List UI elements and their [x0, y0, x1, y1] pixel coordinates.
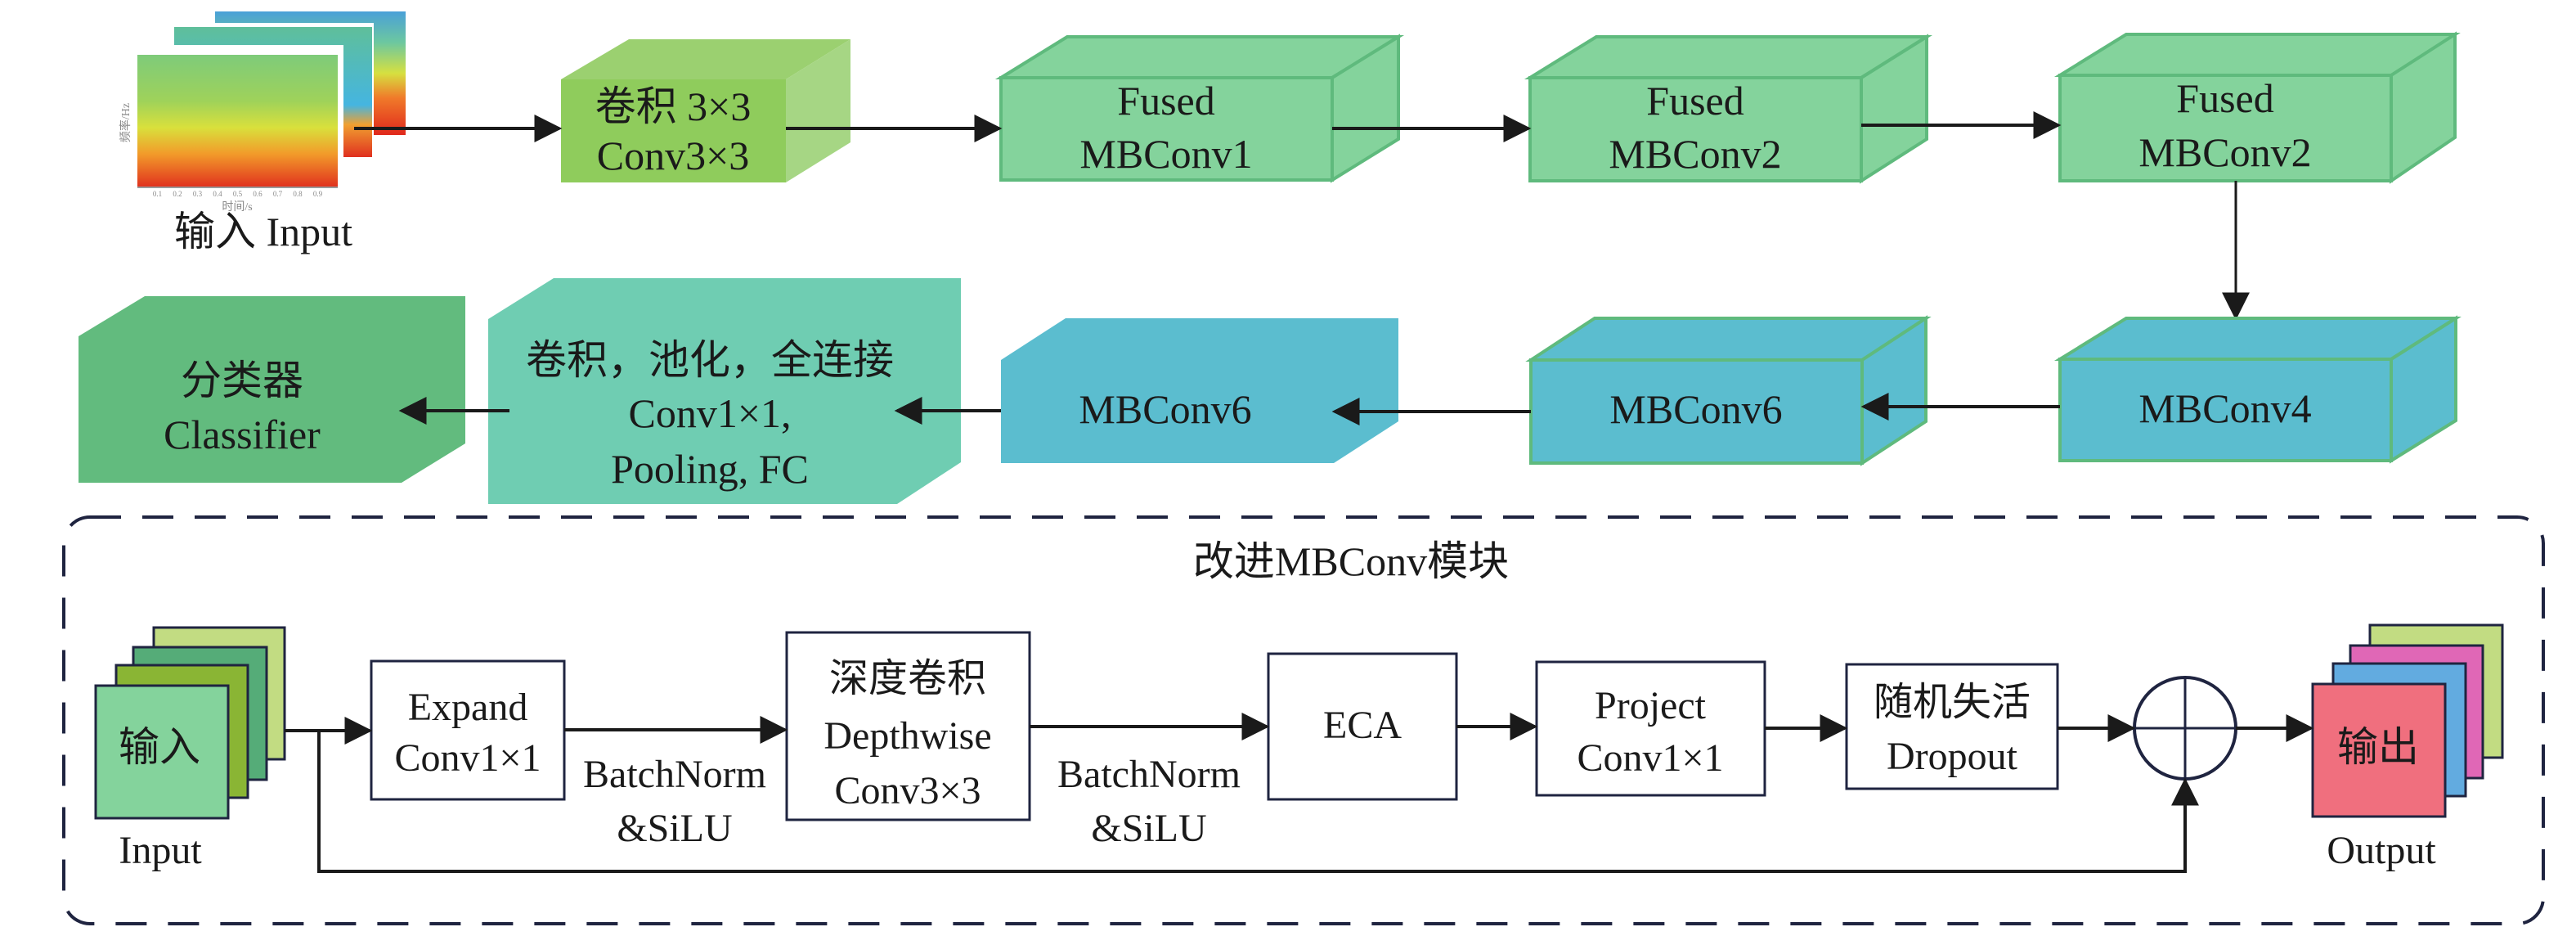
module-output-stack: 输出: [2311, 623, 2504, 818]
fused-mbconv2b-block: Fused MBConv2: [2053, 31, 2461, 184]
module-input-stack: 输入: [94, 626, 286, 820]
classifier-block: 分类器 Classifier: [79, 296, 465, 483]
spectrogram-xtick: 0.8: [293, 190, 303, 198]
batchnorm-silu-label-2: BatchNorm &SiLU: [1057, 753, 1241, 850]
expand-conv-block: Expand Conv1×1: [370, 659, 566, 801]
fused-mbconv2b-line1: Fused: [2176, 75, 2273, 121]
spectrogram-xtick: 0.2: [173, 190, 182, 198]
skip-connection-line: [317, 731, 2199, 873]
module-dashed-border: [62, 515, 2545, 925]
project-line2: Conv1×1: [1577, 736, 1723, 780]
spectrogram-xtick: 0.1: [153, 190, 162, 198]
eca-block: ECA: [1267, 652, 1458, 801]
pooling-label-conv: Conv1×1,: [628, 390, 791, 436]
spectrogram-xtick: 0.7: [273, 190, 283, 198]
input-label: 输入 Input: [174, 209, 352, 254]
batchnorm-silu-label-1: BatchNorm &SiLU: [583, 753, 766, 850]
mbconv6a-block: MBConv6: [1001, 318, 1398, 463]
bn2-line1: BatchNorm: [1057, 753, 1241, 796]
classifier-label-en: Classifier: [164, 412, 321, 457]
project-conv-block: Project Conv1×1: [1535, 660, 1766, 797]
improved-mbconv-module: 改进MBConv模块 输入 Input Expand Conv1×1 深度卷积 …: [62, 515, 2545, 925]
dropout-block: 随机失活 Dropout: [1845, 663, 2059, 790]
mbconv4-label: MBConv4: [2138, 385, 2311, 431]
fused-mbconv2a-block: Fused MBConv2: [1524, 34, 1932, 184]
fused-mbconv1-line2: MBConv1: [1079, 131, 1252, 177]
fused-mbconv1-block: Fused MBConv1: [994, 34, 1405, 183]
depthwise-conv-block: 深度卷积 Depthwise Conv3×3: [785, 631, 1031, 821]
spectrogram-ylabel: 频率/Hz: [119, 103, 132, 142]
mbconv6a-label: MBConv6: [1079, 386, 1251, 432]
module-output-stack-label: 输出: [2337, 724, 2419, 770]
fused-mbconv2b-line2: MBConv2: [2138, 129, 2311, 175]
mbconv6b-label: MBConv6: [1609, 386, 1782, 432]
conv3x3-label-en: Conv3×3: [597, 133, 750, 178]
module-input-stack-label: 输入: [119, 724, 200, 770]
dropout-line1: 随机失活: [1874, 681, 2031, 724]
spectrogram-xtick: 0.9: [313, 190, 323, 198]
expand-line1: Expand: [408, 686, 528, 729]
spectrogram-xtick: 0.5: [233, 190, 243, 198]
bn2-line2: &SiLU: [1091, 807, 1206, 850]
fused-mbconv1-line1: Fused: [1117, 78, 1214, 124]
middle-row-arrows: [398, 393, 2060, 425]
spectrogram-xtick: 0.6: [253, 190, 263, 198]
module-output-caption: Output: [2327, 829, 2436, 872]
module-arrows: [285, 713, 2314, 873]
module-input-caption: Input: [119, 829, 202, 872]
top-row-arrows: [354, 111, 2250, 321]
depthwise-line1: 深度卷积: [829, 657, 986, 700]
spectrogram-xtick: 0.4: [213, 190, 222, 198]
classifier-label-cn: 分类器: [181, 358, 303, 403]
spectrogram-xtick: 0.3: [193, 190, 203, 198]
pooling-label-fc: Pooling, FC: [611, 446, 809, 492]
pooling-label-cn: 卷积，池化，全连接: [526, 337, 894, 383]
eca-label: ECA: [1323, 704, 1402, 747]
pooling-fc-block: 卷积，池化，全连接 Conv1×1, Pooling, FC: [488, 278, 961, 504]
spectrogram-xlabel: 时间/s: [222, 200, 252, 214]
mbconv4-block: MBConv4: [2053, 315, 2462, 464]
spectrogram-layer-front: 0.1 0.2 0.3 0.4 0.5 0.6 0.7 0.8 0.9 时间/s 频率/Hz: [119, 45, 343, 217]
bn1-line1: BatchNorm: [583, 753, 766, 796]
depthwise-line3: Conv3×3: [834, 769, 981, 812]
conv3x3-block: 卷积 3×3 Conv3×3: [561, 39, 850, 182]
depthwise-line2: Depthwise: [824, 714, 991, 758]
expand-line2: Conv1×1: [394, 736, 541, 780]
fused-mbconv2a-line1: Fused: [1646, 78, 1744, 124]
add-circle-icon: [2133, 676, 2237, 781]
conv3x3-label-cn: 卷积 3×3: [595, 83, 752, 129]
mbconv6b-block: MBConv6: [1525, 315, 1932, 466]
input-spectrogram-stack: 0.1 0.2 0.3 0.4 0.5 0.6 0.7 0.8 0.9 时间/s 频率/Hz: [119, 8, 409, 217]
module-title: 改进MBConv模块: [1193, 538, 1509, 584]
project-line1: Project: [1595, 684, 1707, 727]
fused-mbconv2a-line2: MBConv2: [1609, 131, 1781, 177]
dropout-line2: Dropout: [1887, 735, 2018, 778]
bn1-line2: &SiLU: [617, 807, 732, 850]
